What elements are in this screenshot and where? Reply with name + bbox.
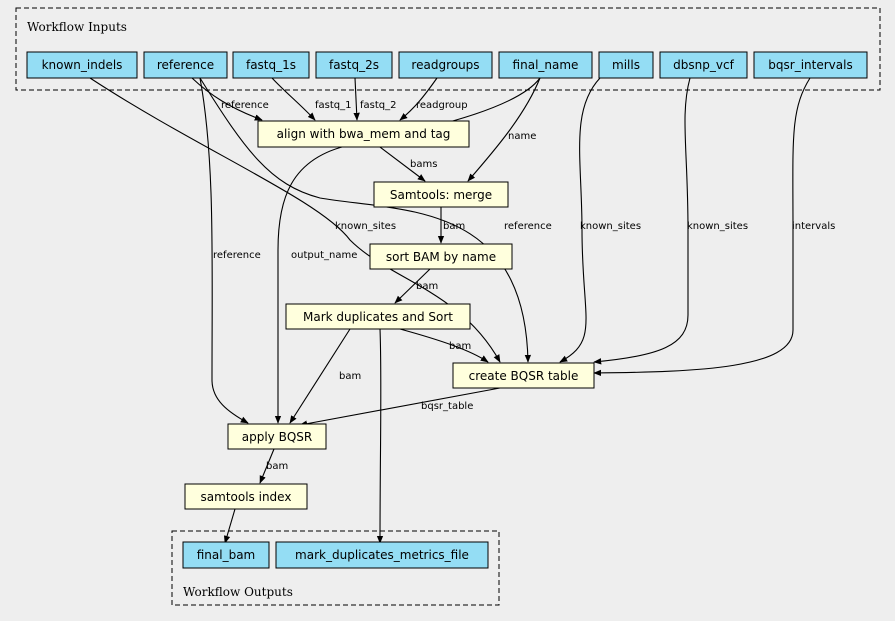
svg-text:apply BQSR: apply BQSR	[242, 430, 312, 444]
edge-label: readgroup	[416, 100, 468, 111]
step-node-align[interactable]: align with bwa_mem and tag	[257, 120, 470, 148]
output-nodes: final_bam mark_duplicates_metrics_file	[182, 541, 489, 569]
svg-text:sort BAM by name: sort BAM by name	[386, 250, 496, 264]
output-node-final-bam[interactable]: final_bam	[182, 541, 270, 569]
edge-label: reference	[504, 221, 552, 232]
edge-align-merge	[379, 146, 426, 182]
output-node-metrics-file[interactable]: mark_duplicates_metrics_file	[275, 541, 489, 569]
svg-text:align with bwa_mem and tag: align with bwa_mem and tag	[277, 127, 451, 141]
edge-label: reference	[221, 100, 269, 111]
input-node-known-indels[interactable]: known_indels	[26, 51, 138, 79]
edge-reference-align	[191, 77, 263, 121]
edge-fastq1-align	[271, 77, 316, 121]
input-node-mills[interactable]: mills	[598, 51, 654, 79]
edge-label: bqsr_table	[421, 401, 473, 412]
edge-label: bam	[339, 371, 361, 382]
edge-label: fastq_2	[360, 100, 397, 111]
svg-text:mills: mills	[612, 58, 640, 72]
svg-text:fastq_1s: fastq_1s	[246, 58, 296, 72]
input-nodes: known_indels reference fastq_1s fastq_2s…	[26, 51, 868, 79]
edge-label: known_sites	[335, 221, 396, 232]
edge-label: bam	[449, 341, 471, 352]
workflow-inputs-cluster: Workflow Inputs	[15, 7, 881, 91]
edge-mills-bqsr	[559, 77, 601, 363]
edge-label: bams	[410, 159, 437, 170]
edge-label: output_name	[291, 250, 357, 261]
edge-label: known_sites	[580, 221, 641, 232]
step-nodes: align with bwa_mem and tag Samtools: mer…	[184, 120, 595, 510]
input-node-bqsr-intervals[interactable]: bqsr_intervals	[753, 51, 868, 79]
step-node-markdup[interactable]: Mark duplicates and Sort	[285, 303, 471, 330]
input-node-reference[interactable]: reference	[143, 51, 228, 79]
workflow-outputs-title: Workflow Outputs	[183, 585, 293, 599]
edge-labels: reference fastq_1 fastq_2 readgroup name…	[213, 100, 835, 472]
svg-text:Samtools: merge: Samtools: merge	[390, 188, 492, 202]
step-node-apply-bqsr[interactable]: apply BQSR	[227, 423, 327, 450]
edge-label: fastq_1	[315, 100, 352, 111]
step-node-samtools-index[interactable]: samtools index	[184, 483, 308, 510]
input-node-fastq-2s[interactable]: fastq_2s	[315, 51, 393, 79]
svg-text:samtools index: samtools index	[201, 490, 292, 504]
edge-reference-apply	[199, 77, 249, 424]
edge-fastq2-align	[353, 77, 360, 121]
edge-dbsnp-bqsr	[593, 77, 691, 365]
svg-text:reference: reference	[157, 58, 214, 72]
edge-markdup-apply	[289, 328, 351, 424]
edge-bqsr-apply	[299, 387, 501, 427]
svg-text:mark_duplicates_metrics_file: mark_duplicates_metrics_file	[295, 548, 469, 562]
edge-label: name	[508, 131, 536, 142]
input-node-readgroups[interactable]: readgroups	[398, 51, 493, 79]
svg-text:readgroups: readgroups	[411, 58, 479, 72]
svg-text:bqsr_intervals: bqsr_intervals	[768, 58, 852, 72]
svg-text:Mark duplicates and Sort: Mark duplicates and Sort	[303, 310, 453, 324]
edge-apply-index	[259, 448, 275, 484]
edge-finalname-merge	[467, 77, 541, 182]
step-node-bqsr-table[interactable]: create BQSR table	[452, 362, 595, 389]
svg-text:fastq_2s: fastq_2s	[329, 58, 379, 72]
workflow-outputs-cluster: Workflow Outputs	[171, 530, 500, 606]
edge-markdup-metrics	[376, 328, 384, 544]
svg-text:create BQSR table: create BQSR table	[469, 369, 579, 383]
input-node-dbsnp-vcf[interactable]: dbsnp_vcf	[659, 51, 748, 79]
svg-text:dbsnp_vcf: dbsnp_vcf	[673, 58, 734, 72]
edge-label: bam	[443, 221, 465, 232]
edge-label: known_sites	[687, 221, 748, 232]
svg-text:known_indels: known_indels	[42, 58, 123, 72]
edge-markdup-bqsr	[399, 328, 489, 363]
edge-readgroups-align	[399, 77, 438, 121]
svg-text:final_name: final_name	[513, 58, 579, 72]
svg-text:final_bam: final_bam	[197, 548, 256, 562]
step-node-merge[interactable]: Samtools: merge	[373, 181, 509, 208]
input-node-final-name[interactable]: final_name	[498, 51, 593, 79]
edge-sort-markdup	[394, 268, 431, 304]
edge-intervals-bqsr	[593, 77, 811, 377]
step-node-sort[interactable]: sort BAM by name	[369, 243, 513, 270]
edge-label: intervals	[792, 221, 835, 232]
edge-label: reference	[213, 250, 261, 261]
workflow-inputs-title: Workflow Inputs	[27, 20, 127, 34]
edge-index-finalbam	[223, 508, 236, 544]
input-node-fastq-1s[interactable]: fastq_1s	[232, 51, 310, 79]
edge-label: bam	[416, 281, 438, 292]
edge-label: bam	[266, 461, 288, 472]
